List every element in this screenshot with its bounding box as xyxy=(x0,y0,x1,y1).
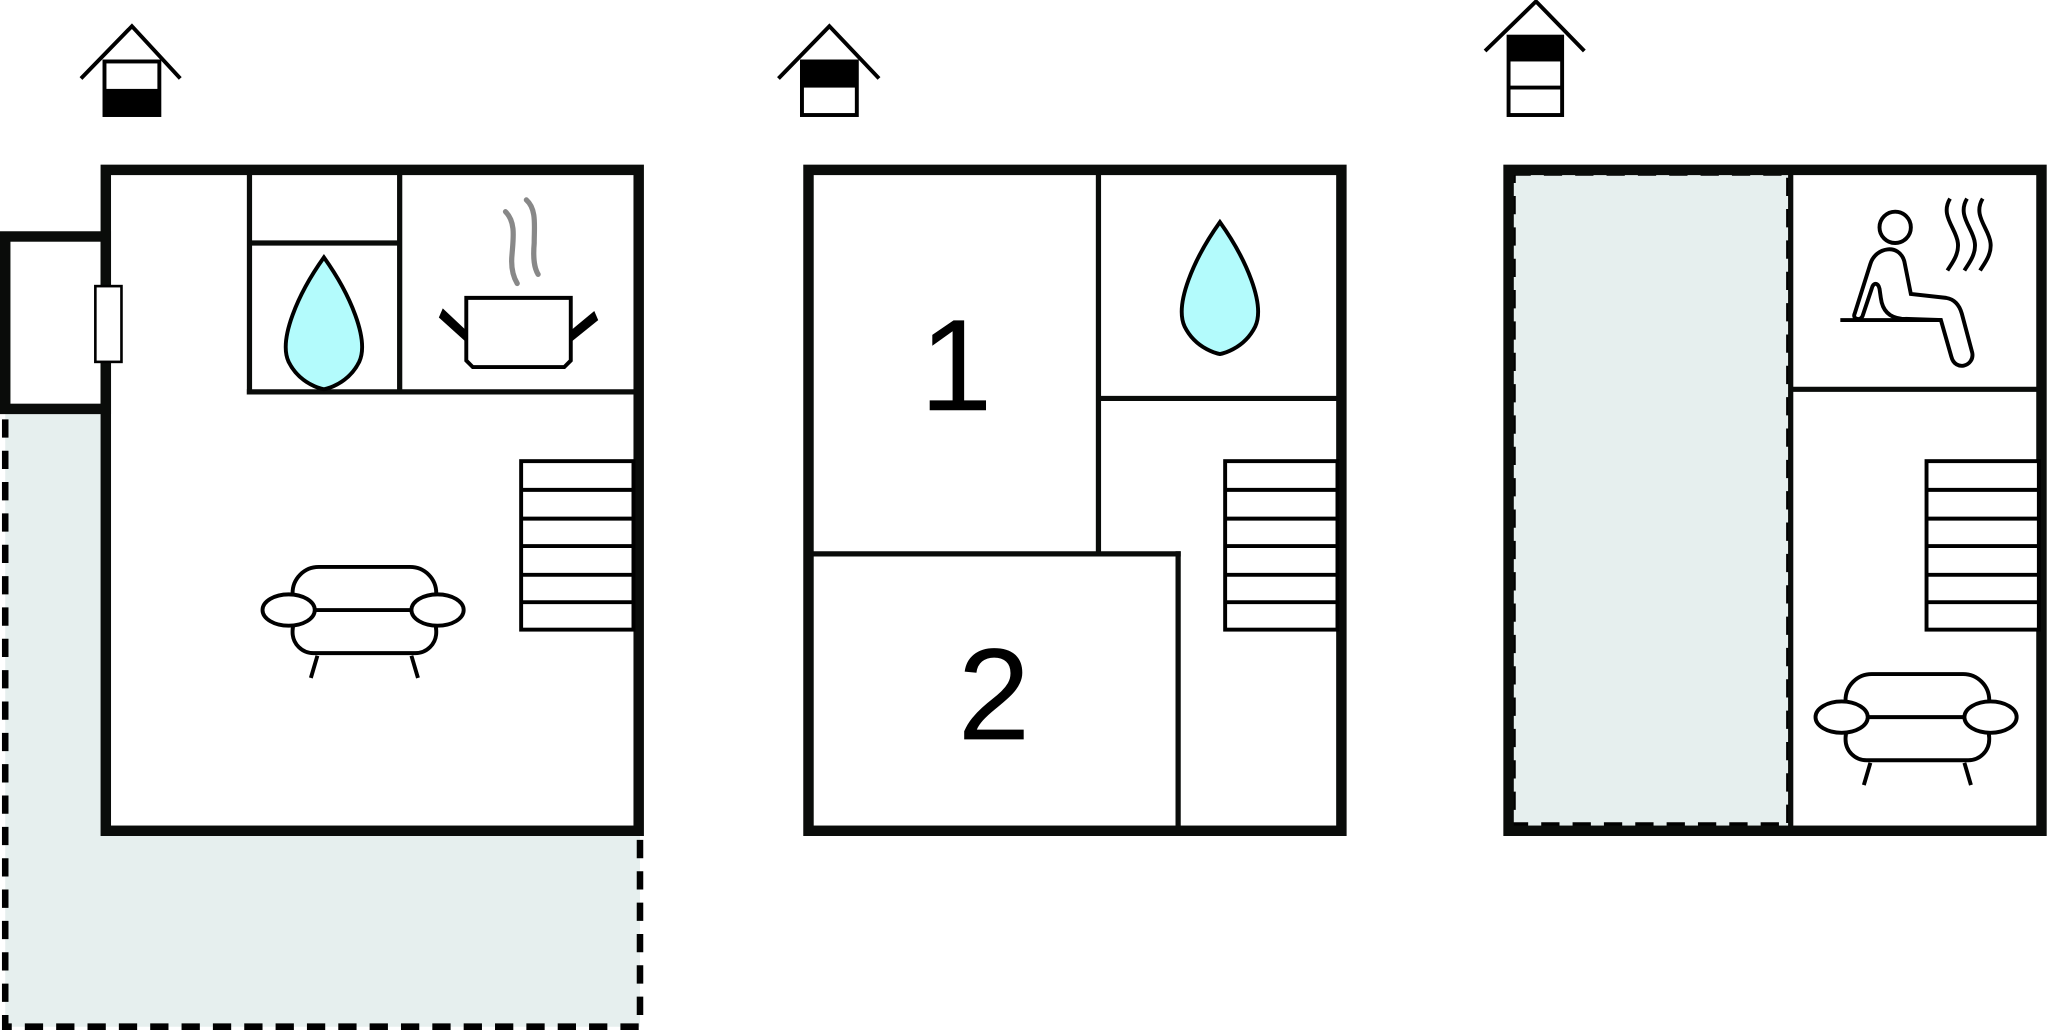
kitchen-pot-icon xyxy=(438,197,599,370)
outer-walls xyxy=(100,164,644,836)
door xyxy=(94,284,123,364)
sauna-icon xyxy=(1840,197,1993,368)
first-floor-plan: 1 2 xyxy=(777,23,1347,836)
bedroom-2-label: 2 xyxy=(958,621,1031,767)
inner-walls xyxy=(1788,169,2038,829)
floor-indicator-icon xyxy=(777,23,881,117)
outer-walls xyxy=(1503,164,2047,836)
second-floor-plan xyxy=(1483,0,2047,836)
outdoor-terrace xyxy=(1509,169,1793,829)
floor-indicator-icon xyxy=(79,23,182,117)
staircase xyxy=(519,459,636,632)
staircase xyxy=(1223,459,1340,632)
outer-walls xyxy=(803,164,1347,836)
ground-floor-plan xyxy=(0,23,644,1030)
inner-walls xyxy=(246,169,635,395)
sofa-icon xyxy=(260,564,466,680)
bathroom-water-icon xyxy=(283,255,365,392)
sofa-icon xyxy=(1813,672,2019,788)
bathroom-water-icon xyxy=(1179,220,1261,356)
bedroom-1-label: 1 xyxy=(920,292,993,438)
floor-indicator-icon xyxy=(1483,0,1586,117)
inner-walls xyxy=(811,169,1338,829)
entrance-porch xyxy=(0,231,112,415)
staircase xyxy=(1924,459,2041,632)
